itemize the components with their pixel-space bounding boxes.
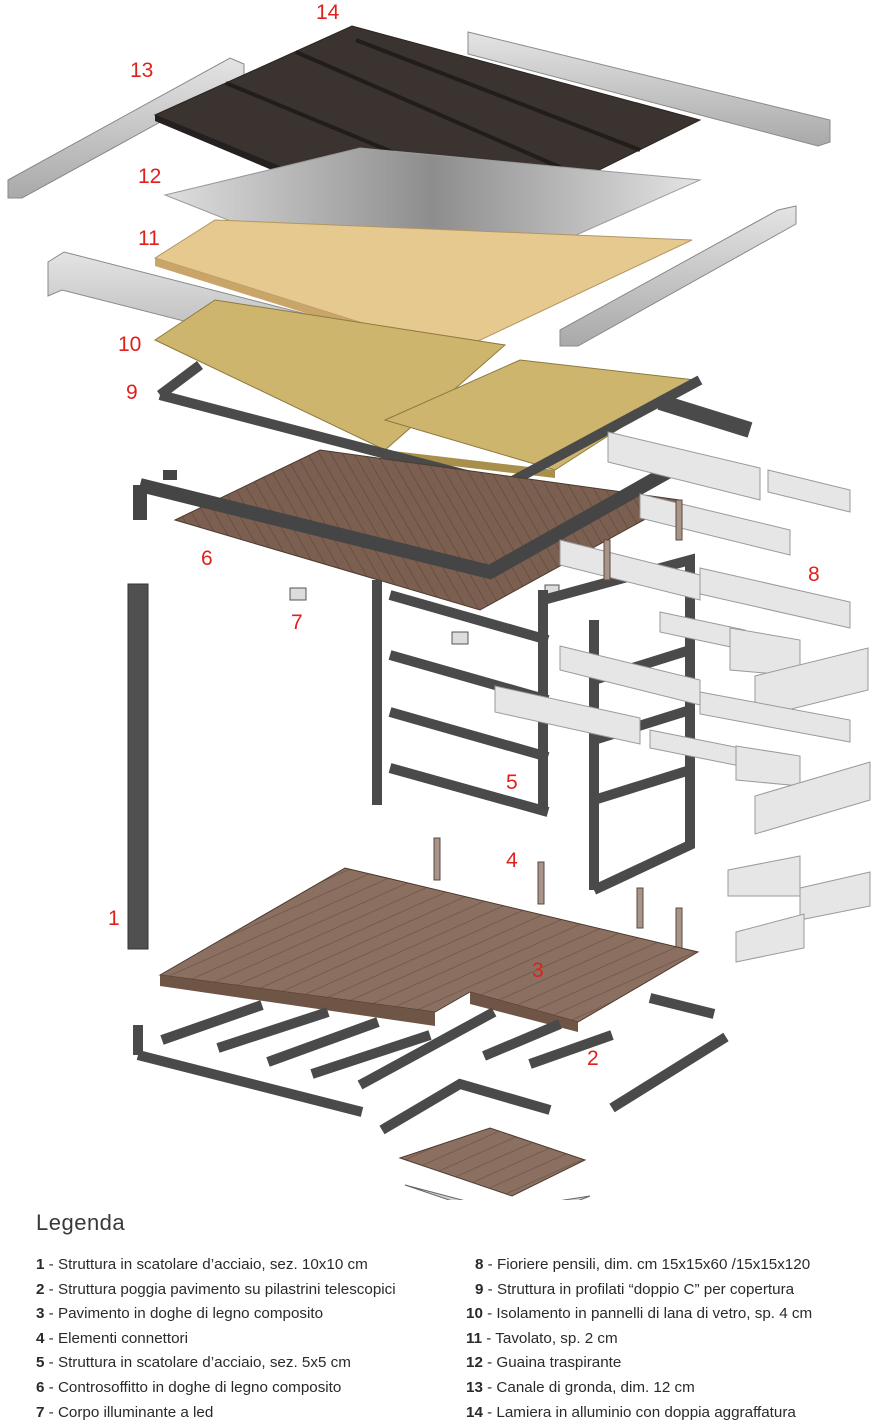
legend-title: Legenda	[36, 1210, 126, 1235]
legend-text: - Tavolato, sp. 2 cm	[482, 1329, 618, 1347]
legend-item: 2 - Struttura poggia pavimento su pilast…	[36, 1281, 396, 1306]
legend-text: - Lamiera in alluminio con doppia aggraf…	[482, 1403, 796, 1421]
legend-text: - Struttura in profilati “doppio C” per …	[483, 1280, 795, 1298]
legend-number: 10	[466, 1305, 483, 1323]
legend-item: 3 - Pavimento in doghe di legno composit…	[36, 1305, 396, 1330]
callout-12: 12	[138, 165, 162, 188]
legend-right-column: 8 - Fioriere pensili, dim. cm 15x15x60 /…	[466, 1256, 812, 1428]
legend-number: 8	[475, 1256, 484, 1273]
access-hatch	[398, 1127, 591, 1200]
legend-number: 2	[36, 1280, 45, 1298]
callout-7: 7	[291, 611, 303, 634]
callout-2: 2	[587, 1047, 599, 1070]
legend-number: 14	[466, 1403, 483, 1421]
floor-support-structure	[133, 993, 729, 1135]
upper-steel-frame	[133, 458, 684, 580]
insulation-panels	[153, 299, 697, 478]
callout-13: 13	[130, 59, 154, 82]
callout-3: 3	[532, 959, 544, 982]
legend-text: - Canale di gronda, dim. 12 cm	[482, 1378, 695, 1396]
legend-item: 12 - Guaina traspirante	[466, 1354, 812, 1379]
callout-6: 6	[201, 547, 213, 570]
legend-item: 8 - Fioriere pensili, dim. cm 15x15x60 /…	[466, 1256, 812, 1281]
legend-text: - Fioriere pensili, dim. cm 15x15x60 /15…	[483, 1256, 811, 1273]
callout-14: 14	[316, 1, 340, 24]
legend-item: 7 - Corpo illuminante a led	[36, 1404, 396, 1428]
legend-text: - Guaina traspirante	[482, 1354, 622, 1372]
legend-text: - Isolamento in pannelli di lana di vetr…	[482, 1305, 813, 1323]
legend-left-column: 1 - Struttura in scatolare d’acciaio, se…	[36, 1256, 396, 1428]
callout-9: 9	[126, 381, 138, 404]
legend-text: - Elementi connettori	[44, 1329, 188, 1347]
legend-item: 6 - Controsoffitto in doghe di legno com…	[36, 1379, 396, 1404]
callout-10: 10	[118, 333, 142, 356]
legend-number: 11	[466, 1329, 483, 1347]
legend-item: 9 - Struttura in profilati “doppio C” pe…	[466, 1281, 812, 1306]
legend-text: - Corpo illuminante a led	[44, 1403, 214, 1421]
legend-number: 4	[36, 1329, 45, 1347]
legend-item: 5 - Struttura in scatolare d’acciaio, se…	[36, 1354, 396, 1379]
legend-item: 1 - Struttura in scatolare d’acciaio, se…	[36, 1256, 396, 1281]
legend-item: 13 - Canale di gronda, dim. 12 cm	[466, 1379, 812, 1404]
legend-text: - Struttura in scatolare d’acciaio, sez.…	[44, 1256, 368, 1273]
exploded-axonometric-drawing	[7, 25, 871, 1200]
legend-item: 14 - Lamiera in alluminio con doppia agg…	[466, 1404, 812, 1428]
gutter-right-lower	[559, 205, 797, 347]
steel-column-10x10	[127, 583, 149, 950]
callout-8: 8	[808, 563, 820, 586]
legend-text: - Controsoffitto in doghe di legno compo…	[44, 1378, 342, 1396]
legend-number: 5	[36, 1354, 45, 1372]
legend-number: 3	[36, 1305, 45, 1323]
legend-item: 10 - Isolamento in pannelli di lana di v…	[466, 1305, 812, 1330]
legend-number: 7	[36, 1403, 45, 1421]
callout-1: 1	[108, 907, 120, 930]
callout-11: 11	[138, 227, 160, 250]
gutter-right-top	[467, 31, 831, 147]
legend-item: 4 - Elementi connettori	[36, 1330, 396, 1355]
legend-text: - Struttura in scatolare d’acciaio, sez.…	[44, 1354, 351, 1372]
legend-number: 1	[36, 1256, 45, 1273]
legend-number: 13	[466, 1378, 483, 1396]
legend-text: - Struttura poggia pavimento su pilastri…	[44, 1280, 396, 1298]
legend-item: 11 - Tavolato, sp. 2 cm	[466, 1330, 812, 1355]
legend-text: - Pavimento in doghe di legno composito	[44, 1305, 324, 1323]
hanging-planters	[494, 431, 871, 963]
legend-number: 9	[475, 1280, 484, 1298]
steel-grid-structure-5x5	[372, 553, 695, 895]
legend-number: 6	[36, 1378, 45, 1396]
callout-5: 5	[506, 771, 518, 794]
composite-wood-floor	[158, 867, 700, 1032]
legend-number: 12	[466, 1354, 483, 1372]
callout-4: 4	[506, 849, 518, 872]
